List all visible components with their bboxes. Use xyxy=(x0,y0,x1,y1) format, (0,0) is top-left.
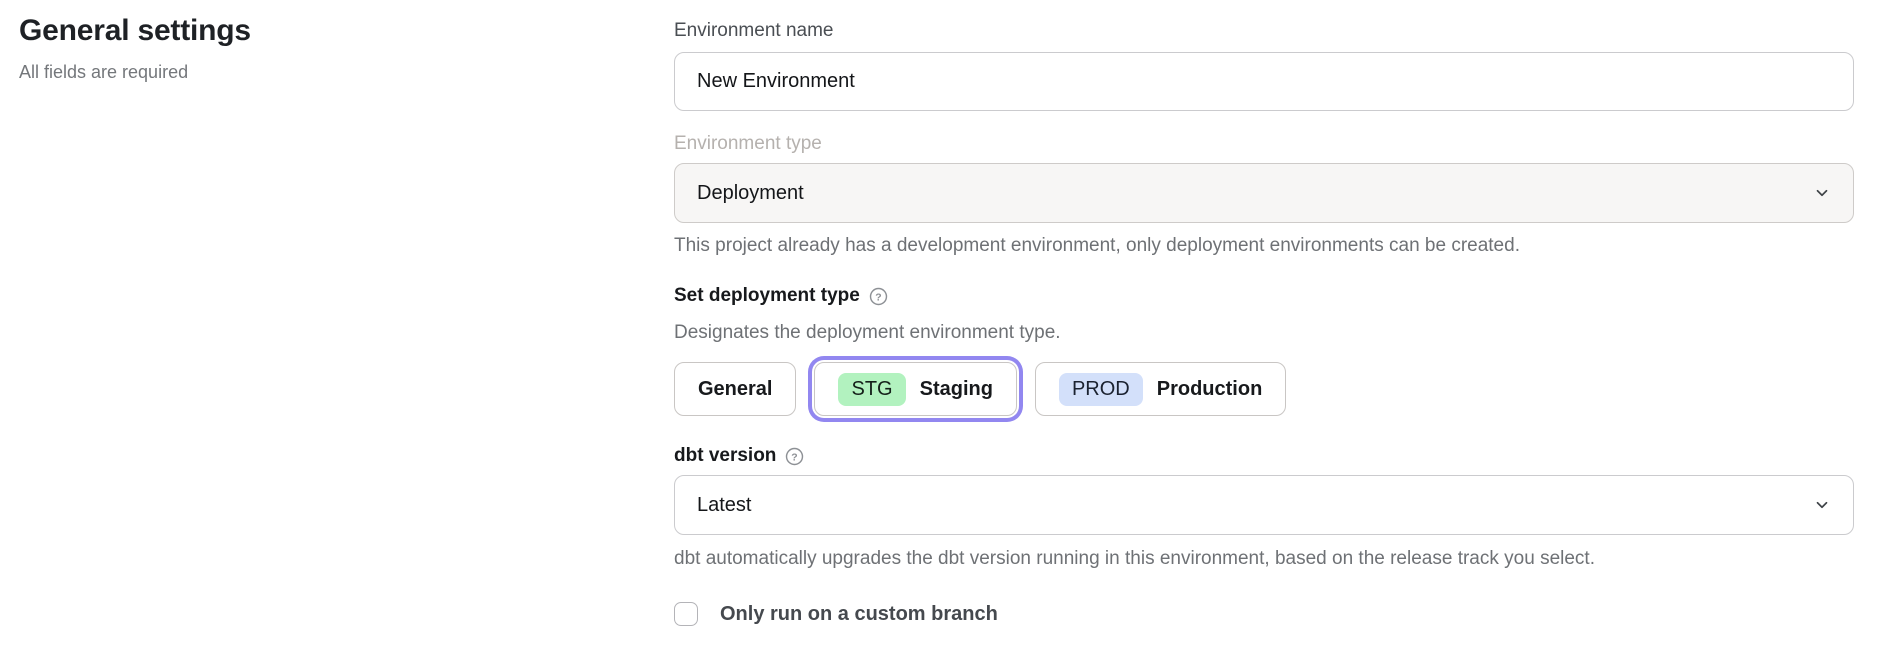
deployment-type-general-label: General xyxy=(698,377,773,400)
environment-form: Environment name Environment type Deploy… xyxy=(674,0,1854,626)
environment-type-value: Deployment xyxy=(697,181,804,204)
svg-text:?: ? xyxy=(875,292,881,303)
custom-branch-checkbox[interactable] xyxy=(674,602,698,626)
environment-type-helper: This project already has a development e… xyxy=(674,235,1520,256)
deployment-type-general-button[interactable]: General xyxy=(674,362,797,416)
deployment-type-staging-button[interactable]: STG Staging xyxy=(814,362,1017,416)
deployment-type-section: Set deployment type ? xyxy=(674,285,1854,307)
chevron-down-icon xyxy=(1813,184,1831,202)
prod-badge: PROD xyxy=(1058,372,1143,406)
environment-type-select[interactable]: Deployment xyxy=(674,163,1854,223)
help-icon[interactable]: ? xyxy=(785,447,804,466)
dbt-version-helper: dbt automatically upgrades the dbt versi… xyxy=(674,548,1595,569)
dbt-version-section: dbt version ? xyxy=(674,445,1854,467)
deployment-type-label: Set deployment type xyxy=(674,285,860,306)
custom-branch-row: Only run on a custom branch xyxy=(674,602,1854,626)
dbt-version-select[interactable]: Latest xyxy=(674,475,1854,535)
dbt-version-label: dbt version xyxy=(674,445,777,466)
stg-badge: STG xyxy=(838,372,906,406)
environment-name-label: Environment name xyxy=(674,20,834,41)
chevron-down-icon xyxy=(1813,496,1831,514)
dbt-version-value: Latest xyxy=(697,493,752,516)
deployment-type-production-button[interactable]: PROD Production xyxy=(1034,362,1287,416)
deployment-type-staging-label: Staging xyxy=(919,377,993,400)
deployment-type-production-label: Production xyxy=(1156,377,1263,400)
help-icon[interactable]: ? xyxy=(869,287,888,306)
svg-text:?: ? xyxy=(792,452,798,463)
settings-header: General settings All fields are required xyxy=(19,14,619,83)
environment-type-label: Environment type xyxy=(674,133,822,154)
custom-branch-label: Only run on a custom branch xyxy=(720,602,998,625)
deployment-type-helper: Designates the deployment environment ty… xyxy=(674,322,1061,343)
page-title: General settings xyxy=(19,14,251,47)
environment-name-input[interactable] xyxy=(674,52,1854,111)
deployment-type-options: General STG Staging PROD Production xyxy=(674,362,1854,416)
page-subtitle: All fields are required xyxy=(19,62,189,82)
